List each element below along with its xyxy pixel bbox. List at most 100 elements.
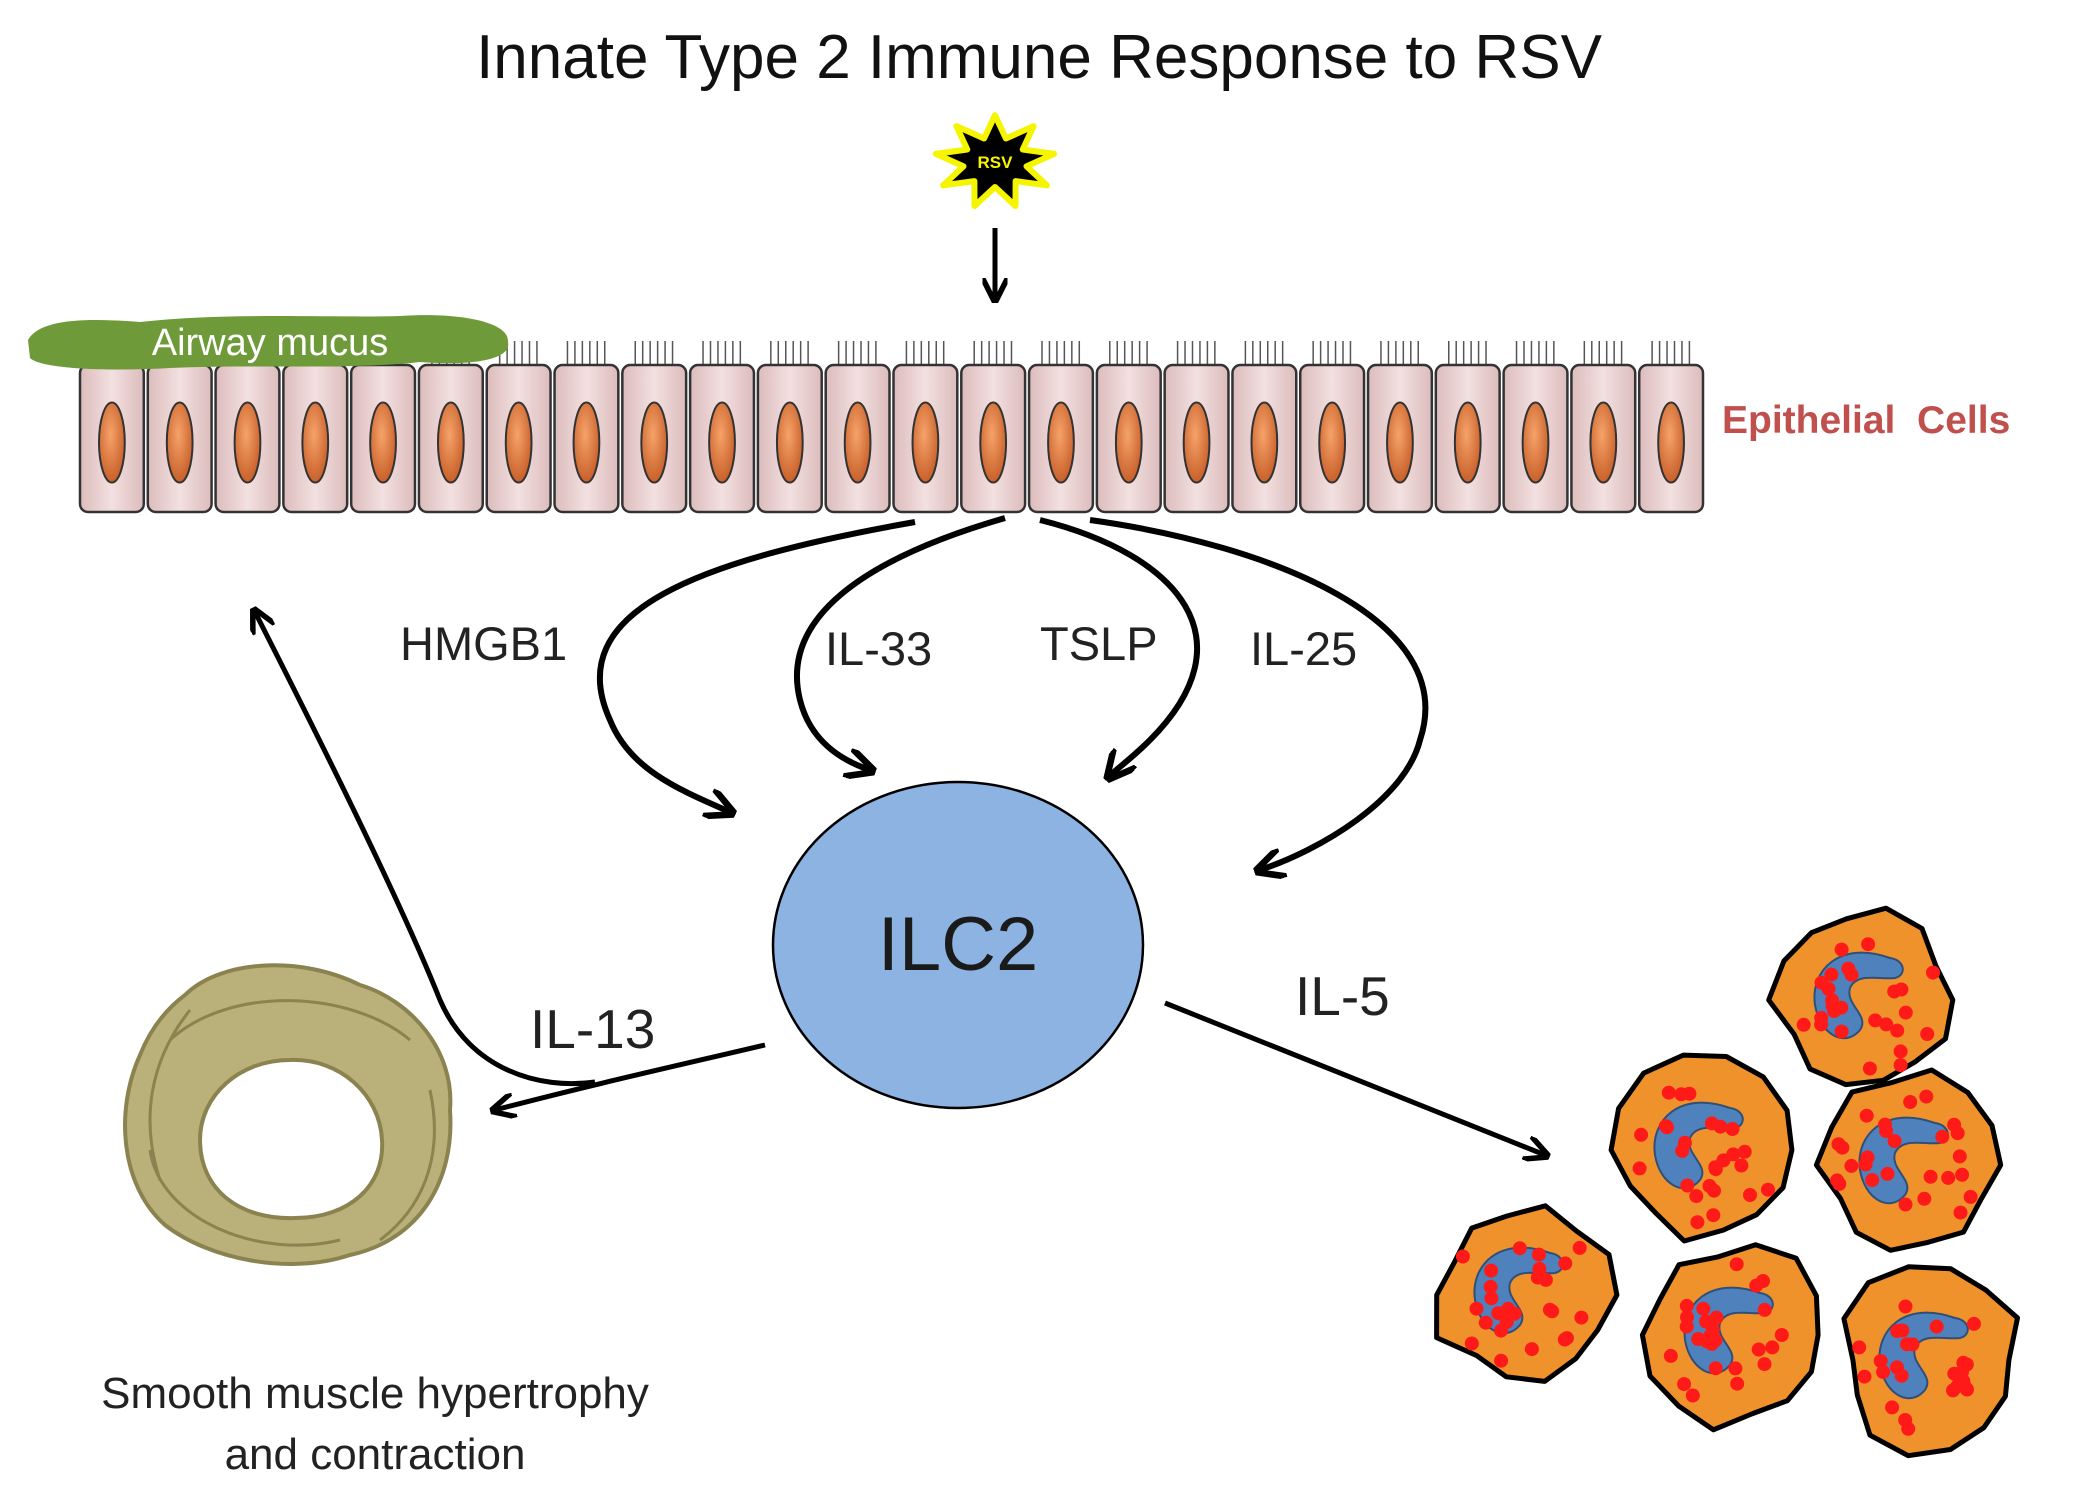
muscle-effect-line1: Smooth muscle hypertrophy [101, 1369, 649, 1418]
cilia [837, 341, 877, 365]
epithelial-cell [214, 341, 281, 514]
diagram-title: Innate Type 2 Immune Response to RSV [476, 23, 1602, 92]
epithelial-cell [892, 341, 959, 514]
cilia [1109, 341, 1148, 365]
epithelial-cell [1434, 341, 1501, 514]
il25-arrow [1089, 517, 1429, 870]
cilia [1176, 341, 1216, 365]
il13-arrows [255, 612, 766, 1110]
epithelial-cell [78, 341, 146, 514]
cell-nucleus [436, 401, 465, 484]
airway-mucus: Airway mucus [28, 315, 509, 370]
cilia [1380, 341, 1419, 365]
cell-nucleus [708, 401, 736, 484]
epithelial-cell [1095, 341, 1162, 514]
cilia [634, 341, 674, 365]
rsv-virus-icon: RSV [932, 112, 1058, 209]
cilia [1244, 341, 1284, 365]
cell-nucleus [233, 401, 262, 484]
il5-label: IL-5 [1295, 965, 1390, 1027]
epithelial-cell [553, 341, 620, 514]
epithelial-cells-label: Epithelial Cells [1722, 399, 2010, 442]
cilia [1312, 341, 1352, 365]
epithelial-cell-layer [78, 341, 1705, 514]
cell-nucleus [979, 401, 1008, 484]
epithelial-cell [1163, 341, 1230, 514]
cytokine-label-il33: IL-33 [825, 622, 932, 675]
cell-nucleus [1114, 401, 1143, 484]
cell-nucleus [775, 401, 804, 484]
cell-nucleus [843, 401, 872, 484]
cilia [702, 341, 742, 365]
epithelial-cell [688, 341, 756, 514]
cilia [905, 341, 945, 365]
cilia [973, 341, 1013, 365]
airway-mucus-label: Airway mucus [152, 322, 389, 364]
eosinophil-cell [1813, 1067, 2004, 1253]
cell-nucleus [1250, 401, 1279, 484]
epithelial-cell [621, 341, 688, 514]
eosinophil-cell [1434, 1203, 1620, 1384]
eosinophil-granules [1830, 1089, 1978, 1220]
rsv-virus-label: RSV [978, 153, 1014, 172]
cytokine-label-hmgb1: HMGB1 [400, 617, 567, 670]
cell-nucleus [572, 401, 601, 484]
cilia [566, 341, 606, 365]
epithelial-cell [824, 341, 891, 514]
eosinophil-cell [1608, 1052, 1795, 1244]
epithelial-cell [1637, 341, 1705, 514]
eosinophil-granules [1455, 1240, 1589, 1368]
ilc2-label: ILC2 [878, 902, 1039, 987]
muscle-effect-line2: and contraction [225, 1430, 526, 1479]
cell-nucleus [1657, 401, 1685, 484]
cell-nucleus [504, 401, 533, 484]
cell-nucleus [1386, 401, 1414, 484]
epithelial-cell [756, 341, 823, 514]
cell-nucleus [911, 401, 940, 484]
tslp-arrow [1039, 517, 1200, 776]
epithelial-cell [960, 341, 1027, 514]
epithelial-cell [1366, 341, 1434, 514]
epithelial-cell [1027, 341, 1095, 514]
ilc2-cell: ILC2 [771, 780, 1145, 1110]
il13-label: IL-13 [530, 998, 655, 1060]
smooth-muscle-ring-icon [123, 963, 453, 1266]
eosinophil-cluster [1434, 905, 2020, 1459]
cell-nucleus [1182, 401, 1211, 484]
cell-nucleus [640, 401, 669, 484]
cell-nucleus [1047, 401, 1075, 484]
il5-arrow [1164, 1000, 1545, 1155]
epithelial-cell [282, 341, 349, 514]
eosinophil-cell [1841, 1264, 2020, 1459]
eosinophil-granules [1632, 1085, 1775, 1230]
epithelial-cell [146, 341, 213, 514]
eosinophil-cell [1639, 1242, 1821, 1433]
epithelial-cell [417, 341, 485, 514]
cilia [770, 341, 809, 365]
cell-nucleus [165, 401, 194, 484]
cytokine-label-tslp: TSLP [1040, 617, 1158, 670]
cilia [1041, 341, 1081, 365]
eosinophil-cell [1766, 905, 1956, 1088]
hmgb1-arrow [596, 519, 916, 812]
epithelial-cell [1299, 341, 1366, 514]
cell-nucleus [301, 401, 330, 484]
cell-nucleus [98, 401, 126, 484]
cilia [1651, 341, 1691, 365]
eosinophil-granules [1852, 1299, 1981, 1436]
epithelial-cell [349, 341, 417, 514]
cytokine-label-il25: IL-25 [1250, 622, 1357, 675]
il13-to-muscle-arrow [495, 1042, 766, 1110]
il33-arrow [793, 515, 1006, 770]
eosinophil-granules [1796, 937, 1940, 1076]
cell-nucleus [1521, 401, 1550, 484]
eosinophil-granules [1663, 1257, 1789, 1403]
cilia [1447, 341, 1487, 365]
cilia [1583, 341, 1623, 365]
cell-nucleus [1453, 401, 1482, 484]
cell-nucleus [1318, 401, 1347, 484]
il13-to-epithelium-arrow [255, 612, 596, 1087]
epithelial-cell [485, 341, 552, 514]
epithelial-cell [1231, 341, 1298, 514]
